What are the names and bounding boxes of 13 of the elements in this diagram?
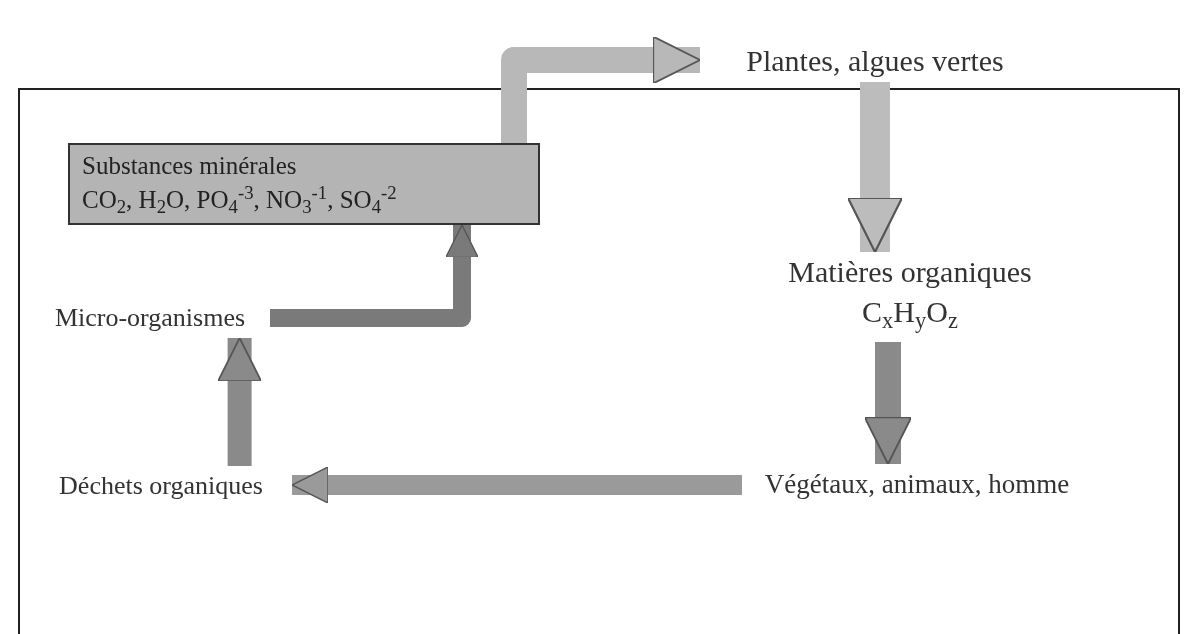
node-title: Plantes, algues vertes — [745, 43, 1005, 79]
text-box — [68, 143, 540, 225]
formula-text: C$_{x}$H$_{y}$O$_{z}$ — [861, 294, 959, 332]
block-arrow — [863, 342, 913, 465]
block-arrow — [846, 82, 904, 254]
node-title: Substances minérales — [82, 151, 298, 181]
node-title: Micro-organismes — [53, 302, 247, 334]
block-arrow — [291, 466, 742, 504]
node-title: Matières organiques — [787, 254, 1033, 290]
node-title: Déchets organiques — [58, 470, 264, 502]
node-title: Végétaux, animaux, homme — [763, 468, 1071, 501]
block-arrow — [217, 337, 263, 466]
block-arrow — [270, 224, 479, 327]
